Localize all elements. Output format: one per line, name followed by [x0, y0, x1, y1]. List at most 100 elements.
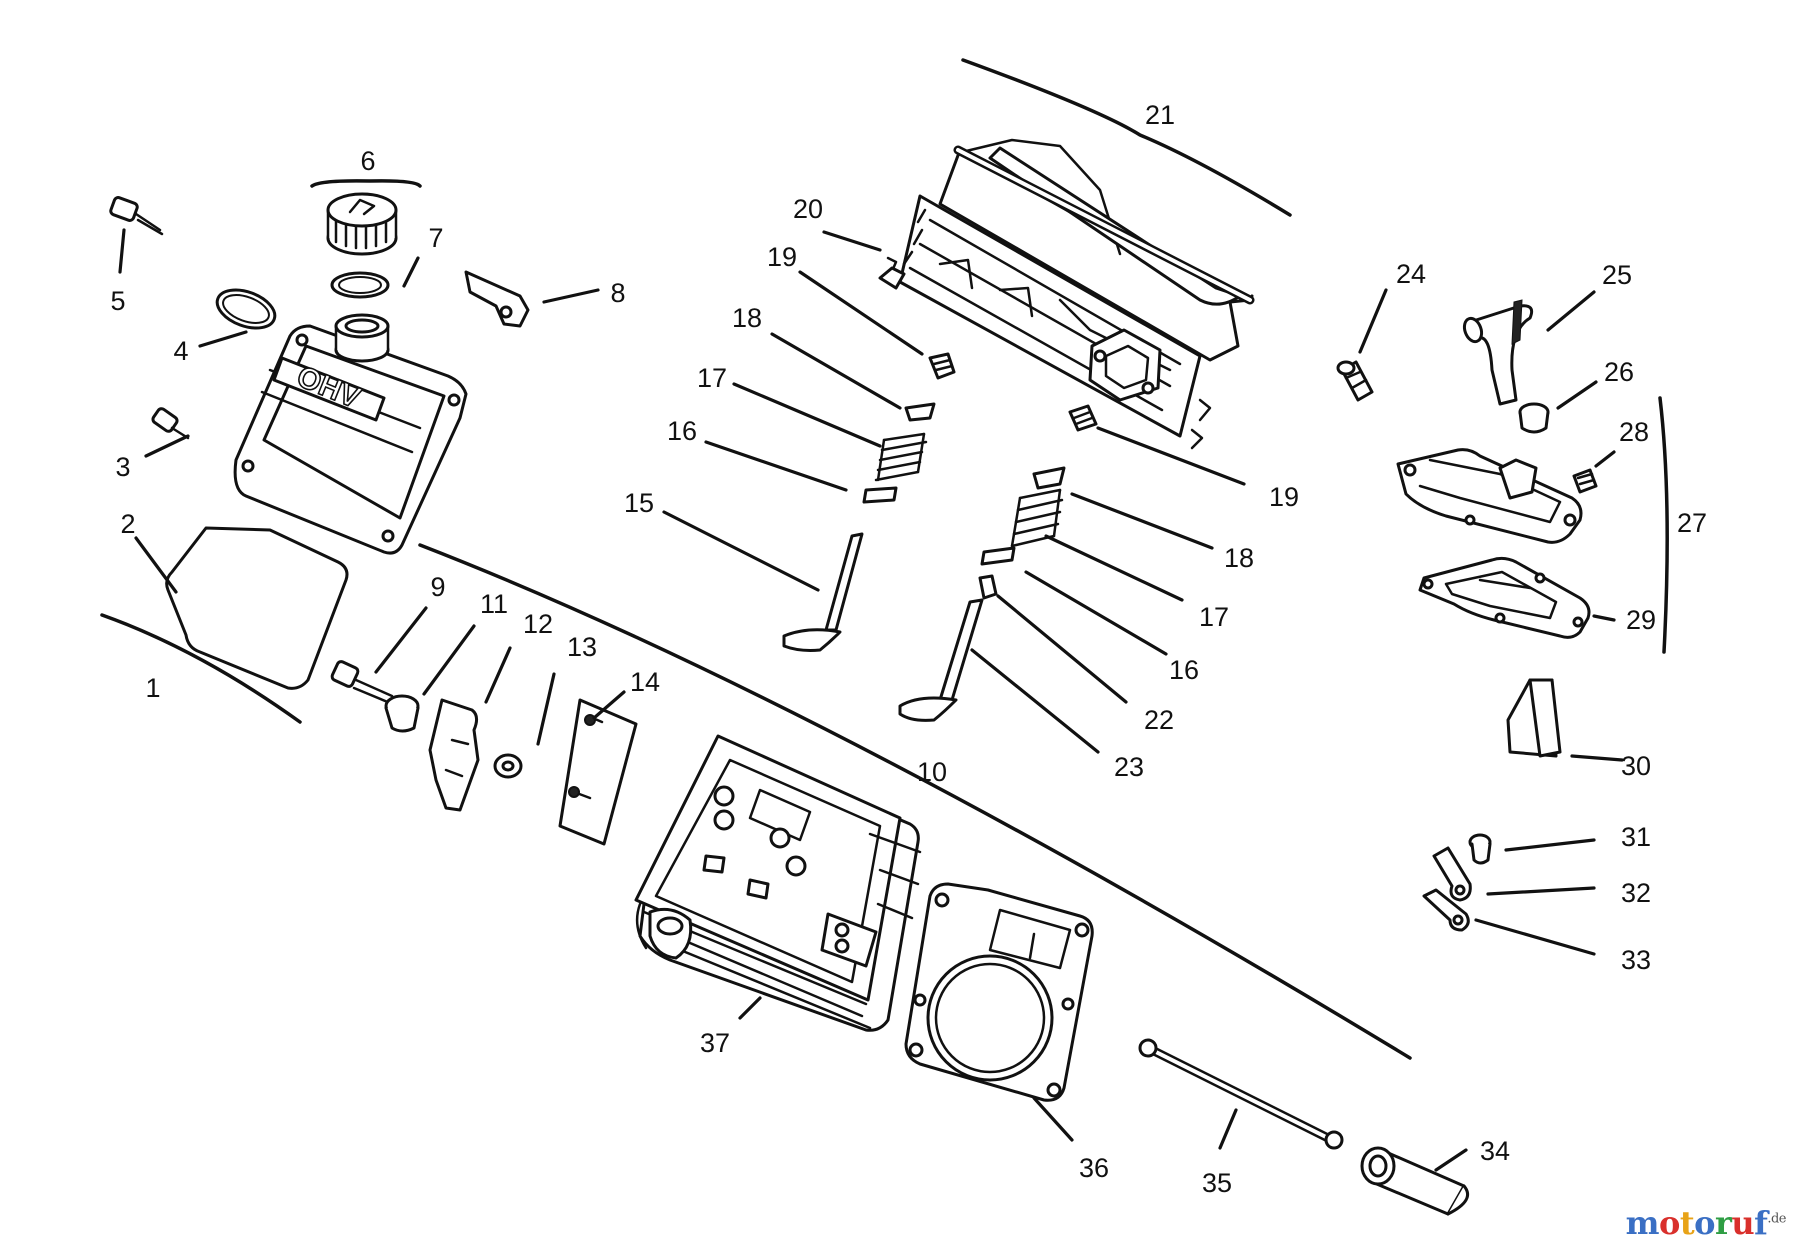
- guide-plate-part-14: [558, 698, 638, 846]
- leader-20: [822, 230, 882, 252]
- callout-2: 2: [120, 509, 135, 539]
- rocker-pivot-part-11: [384, 694, 420, 733]
- lug-part-33: [1422, 888, 1470, 932]
- callout-15: 15: [624, 488, 654, 518]
- callout-13: 13: [567, 632, 597, 662]
- leader-13: [536, 672, 556, 746]
- leader-12: [484, 646, 512, 704]
- callout-37: 37: [700, 1028, 730, 1058]
- callout-35: 35: [1202, 1168, 1232, 1198]
- spring-part-28: [1572, 468, 1598, 494]
- callout-10: 10: [917, 757, 947, 787]
- callout-16a: 16: [667, 416, 697, 446]
- rocker-arm-part-12: [428, 698, 480, 812]
- spring-retainer-part-18-right: [1032, 466, 1066, 490]
- callout-18b: 18: [1224, 543, 1254, 573]
- callout-19a: 19: [767, 242, 797, 272]
- terminal-part-32: [1432, 846, 1472, 902]
- callout-33: 33: [1621, 945, 1651, 975]
- callout-11: 11: [480, 589, 508, 619]
- gasket-part-2: [165, 526, 349, 690]
- group-line-27: [1658, 396, 1669, 654]
- valve-spring-part-17-left: [874, 432, 928, 482]
- valve-keeper-part-19-left: [928, 352, 956, 380]
- cylinder-head-part-37: [634, 734, 922, 1032]
- callout-14: 14: [630, 667, 660, 697]
- leader-31: [1504, 838, 1596, 852]
- leader-35: [1218, 1108, 1238, 1150]
- callout-23: 23: [1114, 752, 1144, 782]
- callout-19b: 19: [1269, 482, 1299, 512]
- leader-14: [592, 690, 626, 720]
- leader-34: [1434, 1148, 1468, 1172]
- leader-36: [1032, 1096, 1074, 1142]
- leader-23: [970, 648, 1100, 754]
- callout-34: 34: [1480, 1136, 1510, 1166]
- valve-spring-part-17-right: [1010, 488, 1064, 548]
- leader-16b: [1024, 570, 1168, 656]
- leader-17a: [732, 382, 882, 448]
- valve-seal-part-16-right: [980, 546, 1016, 566]
- group-line-21: [961, 58, 1292, 217]
- callout-7: 7: [428, 223, 443, 253]
- leader-7: [402, 256, 420, 288]
- callout-4: 4: [173, 336, 188, 366]
- breather-cover-part-27: [1396, 448, 1583, 544]
- leader-15: [662, 510, 820, 592]
- leader-19a: [798, 270, 924, 356]
- bolt-part-5: [109, 196, 164, 236]
- group-line-6: [310, 179, 422, 188]
- watermark-logo: motoruf.de: [1625, 1204, 1787, 1242]
- hose-clamp-part-26: [1518, 402, 1550, 434]
- watermark-letter: o: [1694, 1204, 1715, 1242]
- leader-4: [198, 330, 248, 348]
- valve-keeper-part-19-right: [1068, 404, 1098, 432]
- callout-18a: 18: [732, 303, 762, 333]
- callout-30: 30: [1621, 751, 1651, 781]
- callout-20: 20: [793, 194, 823, 224]
- watermark-letter: m: [1625, 1204, 1660, 1242]
- cylinder-head-part-20: [878, 138, 1255, 450]
- callout-32: 32: [1621, 878, 1651, 908]
- seal-ring-part-7: [330, 271, 390, 299]
- group-line-1: [100, 613, 302, 724]
- callout-17b: 17: [1199, 602, 1229, 632]
- leader-lines: [118, 228, 1624, 1172]
- leader-5: [118, 228, 126, 274]
- watermark-letter: t: [1679, 1204, 1695, 1242]
- callout-16b: 16: [1169, 655, 1199, 685]
- callout-25: 25: [1602, 260, 1632, 290]
- valve-cover-ohv: OHV: [233, 313, 468, 555]
- head-gasket-part-36: [904, 882, 1094, 1102]
- callout-31: 31: [1621, 822, 1651, 852]
- leader-2: [134, 536, 178, 594]
- spring-retainer-part-18-left: [904, 402, 936, 422]
- leader-25: [1546, 290, 1596, 332]
- leader-18b: [1070, 492, 1214, 550]
- callout-22: 22: [1144, 705, 1174, 735]
- leader-22: [996, 594, 1128, 704]
- watermark-letter: o: [1658, 1204, 1680, 1242]
- breather-tube-part-25: [1462, 299, 1534, 406]
- callout-3: 3: [115, 452, 130, 482]
- leader-33: [1474, 918, 1596, 956]
- callout-26: 26: [1604, 357, 1634, 387]
- callout-12: 12: [523, 609, 553, 639]
- leader-18a: [770, 332, 902, 410]
- callout-27: 27: [1677, 508, 1707, 538]
- o-ring-part-4: [215, 288, 277, 330]
- breather-gasket-part-29: [1418, 556, 1591, 639]
- bracket-part-8: [464, 270, 530, 328]
- leader-16a: [704, 440, 848, 492]
- watermark-letter: r: [1714, 1204, 1732, 1242]
- leader-11: [422, 624, 476, 696]
- callout-5: 5: [110, 286, 125, 316]
- callout-6: 6: [360, 146, 375, 176]
- callout-29: 29: [1626, 605, 1656, 635]
- valve-seal-part-16-left: [862, 486, 898, 504]
- callout-28: 28: [1619, 417, 1649, 447]
- leader-9: [374, 606, 428, 674]
- watermark-letter: u: [1731, 1204, 1755, 1242]
- valve-part-23: [898, 598, 984, 722]
